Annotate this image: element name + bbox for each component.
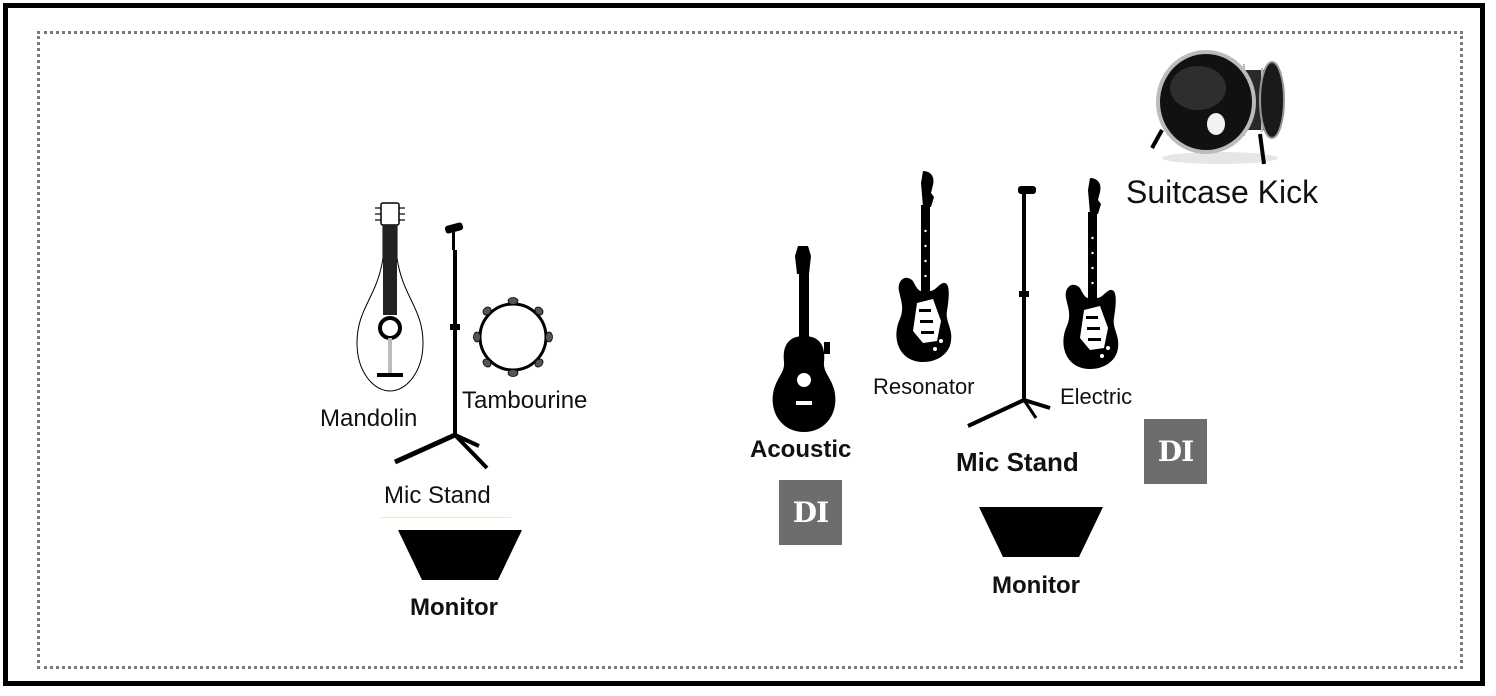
monitor-wedge-icon [398, 530, 522, 585]
monitor-left-label: Monitor [410, 594, 498, 621]
mandolin-icon [355, 202, 425, 398]
di-box-icon: DI [779, 480, 842, 545]
mic-stand-right-label: Mic Stand [956, 447, 1079, 477]
acoustic-label: Acoustic [750, 436, 852, 463]
tambourine-icon [472, 296, 554, 383]
electric-guitar-icon [893, 171, 955, 371]
di-box-icon: DI [1144, 419, 1207, 484]
mic-stand-left-label: Mic Stand [384, 482, 491, 509]
mandolin-label: Mandolin [320, 405, 418, 432]
suitcase-kick-label: Suitcase Kick [1126, 174, 1319, 210]
electric-label: Electric [1060, 384, 1133, 409]
resonator-label: Resonator [873, 374, 975, 399]
mic-stand-icon [393, 222, 493, 474]
stage-area [37, 31, 1463, 669]
divider-line [381, 517, 511, 518]
stage-plot-frame [3, 3, 1485, 686]
kick-drum-icon [1148, 50, 1288, 175]
tambourine-label: Tambourine [462, 387, 588, 414]
electric-guitar-icon [1060, 178, 1122, 378]
monitor-wedge-icon [979, 507, 1103, 562]
monitor-right-label: Monitor [992, 572, 1080, 599]
acoustic-guitar-icon [768, 244, 840, 439]
mic-stand-icon [966, 186, 1054, 436]
